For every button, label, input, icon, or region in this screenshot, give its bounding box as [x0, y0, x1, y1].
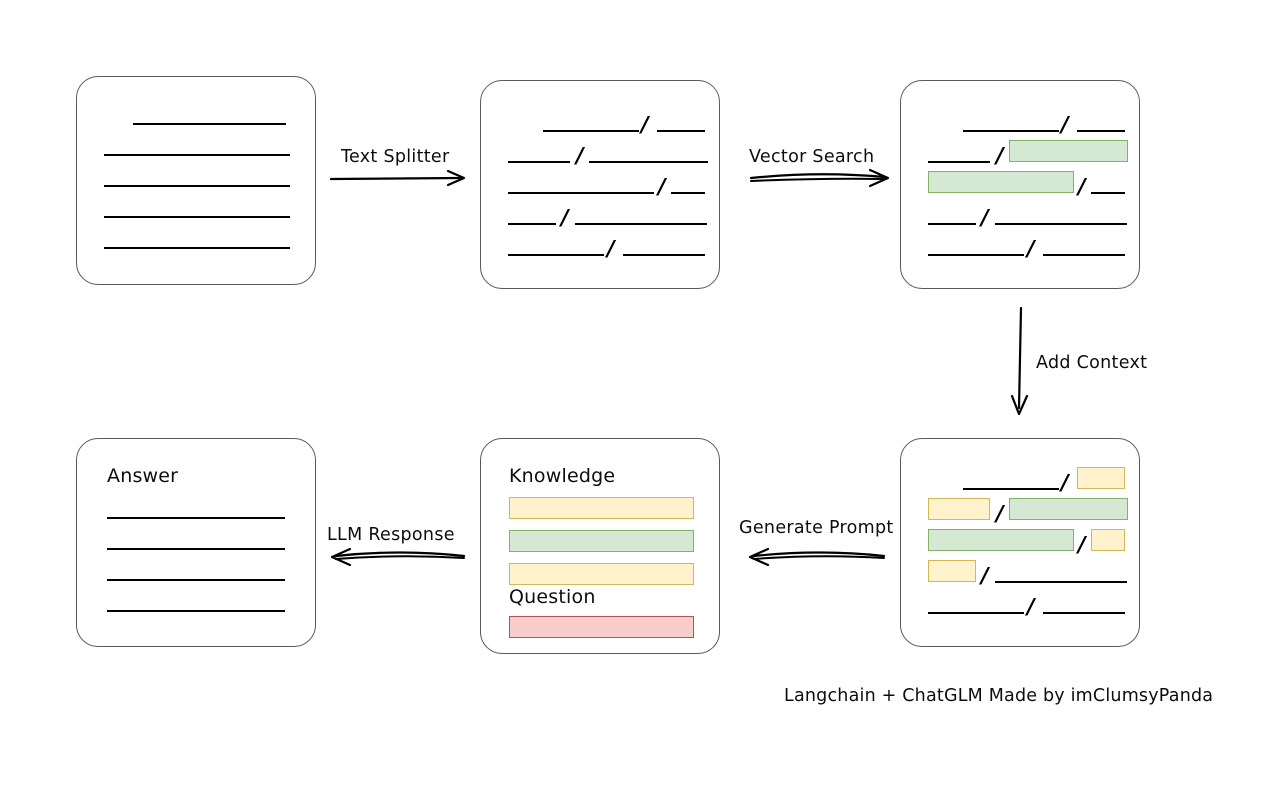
- arrow-llm-response: [330, 547, 466, 567]
- knowledge-bar-yellow: [509, 497, 694, 519]
- knowledge-label: Knowledge: [509, 465, 616, 487]
- chunk-separator: /: [658, 174, 666, 199]
- doc-line: [104, 216, 290, 218]
- chunk-separator: /: [1078, 532, 1086, 557]
- arrow-label-vector-search: Vector Search: [749, 147, 875, 167]
- chunk-separator: /: [561, 205, 569, 230]
- arrow-label-llm-response: LLM Response: [327, 525, 455, 545]
- chunk-line: [1091, 192, 1125, 194]
- chunk-line: [671, 192, 705, 194]
- chunk-highlight-green: [928, 529, 1074, 551]
- chunk-separator: /: [981, 205, 989, 230]
- chunk-line: [1043, 254, 1125, 256]
- arrow-text-splitter: [329, 169, 466, 187]
- chunk-separator: /: [981, 563, 989, 588]
- footer-credit: Langchain + ChatGLM Made by imClumsyPand…: [784, 686, 1214, 706]
- chunk-separator: /: [641, 112, 649, 137]
- answer-line: [107, 548, 285, 550]
- chunk-separator: /: [1061, 112, 1069, 137]
- box-context-chunks[interactable]: / / / / /: [900, 438, 1140, 647]
- answer-label: Answer: [107, 465, 179, 487]
- chunk-line: [508, 161, 570, 163]
- chunk-line: [508, 192, 654, 194]
- question-bar-red: [509, 616, 694, 638]
- doc-line: [104, 185, 290, 187]
- chunk-highlight-green: [1009, 140, 1128, 162]
- doc-line: [104, 247, 290, 249]
- chunk-line: [508, 223, 556, 225]
- doc-line: [133, 123, 286, 125]
- chunk-line: [928, 223, 976, 225]
- box-prompt[interactable]: Knowledge Question: [480, 438, 720, 654]
- chunk-line: [963, 130, 1059, 132]
- chunk-separator: /: [996, 143, 1004, 168]
- chunk-line: [508, 254, 604, 256]
- knowledge-bar-yellow: [509, 563, 694, 585]
- answer-line: [107, 610, 285, 612]
- chunk-line: [575, 223, 707, 225]
- arrow-label-add-context: Add Context: [1036, 353, 1148, 373]
- box-split-chunks[interactable]: / / / / /: [480, 80, 720, 289]
- chunk-line: [928, 161, 990, 163]
- chunk-highlight-yellow: [928, 498, 990, 520]
- arrow-label-generate-prompt: Generate Prompt: [739, 518, 894, 538]
- answer-line: [107, 517, 285, 519]
- chunk-highlight-yellow: [928, 560, 976, 582]
- chunk-line: [543, 130, 639, 132]
- answer-line: [107, 579, 285, 581]
- chunk-separator: /: [576, 143, 584, 168]
- chunk-line: [995, 581, 1127, 583]
- box-source-document[interactable]: [76, 76, 316, 285]
- chunk-line: [623, 254, 705, 256]
- box-answer[interactable]: Answer: [76, 438, 316, 647]
- arrow-generate-prompt: [748, 547, 886, 567]
- arrow-vector-search: [749, 168, 890, 188]
- arrow-add-context: [1010, 306, 1029, 416]
- chunk-separator: /: [1027, 236, 1035, 261]
- chunk-highlight-green: [928, 171, 1074, 193]
- chunk-line: [589, 161, 708, 163]
- knowledge-bar-green: [509, 530, 694, 552]
- chunk-separator: /: [1078, 174, 1086, 199]
- doc-line: [104, 154, 290, 156]
- chunk-highlight-yellow: [1091, 529, 1125, 551]
- question-label: Question: [509, 586, 596, 608]
- chunk-highlight-yellow: [1077, 467, 1125, 489]
- chunk-line: [963, 488, 1059, 490]
- chunk-line: [1043, 612, 1125, 614]
- chunk-separator: /: [1027, 594, 1035, 619]
- chunk-line: [1077, 130, 1125, 132]
- chunk-line: [928, 612, 1024, 614]
- arrow-label-text-splitter: Text Splitter: [341, 147, 450, 167]
- box-vector-matches[interactable]: / / / / /: [900, 80, 1140, 289]
- chunk-line: [657, 130, 705, 132]
- chunk-separator: /: [1061, 470, 1069, 495]
- chunk-separator: /: [996, 501, 1004, 526]
- chunk-line: [928, 254, 1024, 256]
- chunk-separator: /: [607, 236, 615, 261]
- chunk-highlight-green: [1009, 498, 1128, 520]
- chunk-line: [995, 223, 1127, 225]
